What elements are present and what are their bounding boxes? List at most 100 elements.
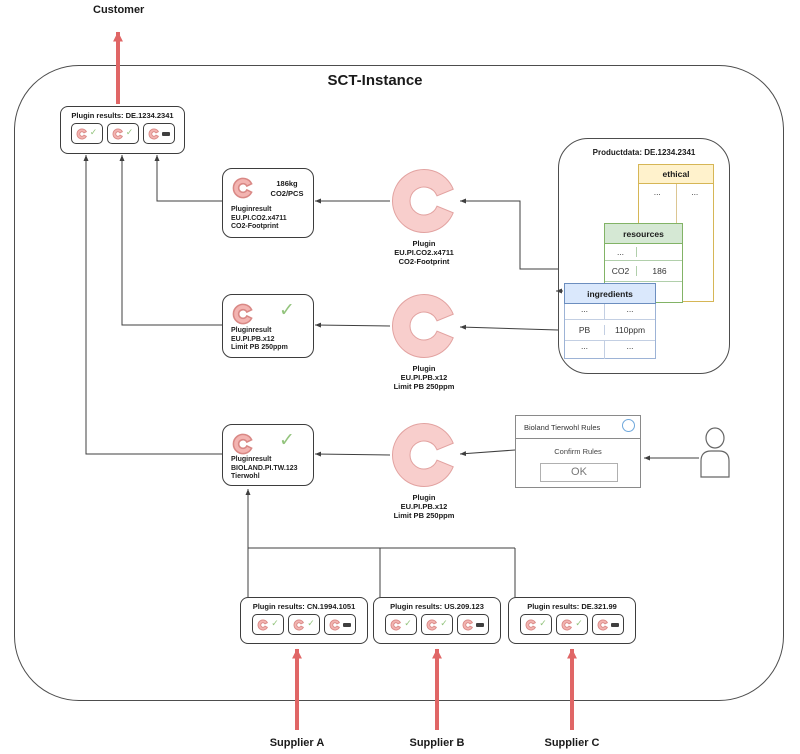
resources-table[interactable]: resources ... CO2 186	[604, 223, 683, 303]
pluginresult-desc: Tierwohl	[231, 473, 260, 481]
pluginresult-name: Pluginresult	[231, 206, 272, 213]
ok-button[interactable]: OK	[540, 463, 618, 482]
plugin-slot[interactable]: ✓	[252, 614, 284, 635]
supplier-a-results-box[interactable]: Plugin results: CN.1994.1051 ✓ ✓	[240, 597, 368, 644]
resources-cell-co2: CO2	[605, 266, 637, 276]
plugin-slot[interactable]	[457, 614, 489, 635]
plugin-donut-icon	[257, 619, 269, 630]
co2-unit: CO2/PCS	[270, 189, 304, 198]
plugin-desc: Limit PB 250ppm	[393, 511, 455, 520]
plugin-slot[interactable]: ✓	[106, 123, 139, 144]
plugin-donut-icon	[329, 619, 340, 630]
rules-dialog-title: Bioland Tierwohl Rules	[524, 422, 601, 432]
check-icon: ✓	[125, 128, 134, 138]
ethical-cell: ...	[653, 187, 661, 197]
dialog-circle-icon	[622, 419, 635, 432]
confirm-rules-text: Confirm Rules	[554, 447, 602, 456]
check-icon: ✓	[539, 619, 547, 629]
pluginresult-id: EU.PI.CO2.x4711	[231, 214, 287, 222]
ingredients-header: ingredients	[564, 283, 656, 304]
check-icon: ✓	[89, 128, 98, 138]
ingredients-cell-pb-value: 110ppm	[614, 325, 646, 335]
plugin-desc: CO2-Footprint	[398, 257, 450, 266]
plugin-donut-icon	[561, 619, 573, 630]
ingredients-cell: ...	[565, 304, 605, 319]
plugin-slot[interactable]: ✓	[556, 614, 588, 635]
sct-instance-title: SCT-Instance	[327, 72, 423, 89]
supplier-c-label: Supplier C	[544, 737, 600, 749]
pluginresult-id: BIOLAND.PI.TW.123	[231, 464, 298, 472]
plugin-donut-icon	[390, 619, 402, 630]
plugin-pb-donut[interactable]	[391, 293, 457, 359]
supplier-a-label: Supplier A	[269, 737, 325, 749]
check-icon: ✓	[279, 299, 295, 321]
plugin-donut-icon	[112, 128, 123, 139]
plugin-donut-icon	[148, 128, 159, 139]
check-icon: ✓	[575, 619, 583, 629]
ingredients-cell: ...	[626, 341, 634, 351]
plugin-id: EU.PI.PB.x12	[400, 502, 448, 511]
productdata-box[interactable]: Productdata: DE.1234.2341 ethical ... ..…	[558, 138, 730, 374]
plugin-donut-icon	[525, 619, 537, 630]
check-icon: ✓	[271, 619, 279, 629]
check-icon: ✓	[404, 619, 412, 629]
plugin-label: Plugin	[412, 493, 436, 502]
supplier-c-results-box[interactable]: Plugin results: DE.321.99 ✓ ✓	[508, 597, 636, 644]
ingredients-cell: ...	[565, 341, 605, 359]
value-badge-icon	[161, 131, 170, 136]
check-icon: ✓	[279, 429, 295, 451]
pluginresult-name: Pluginresult	[231, 456, 272, 463]
supplier-b-label: Supplier B	[409, 737, 465, 749]
plugin-donut-icon	[293, 619, 305, 630]
plugin-label: Plugin	[412, 364, 436, 373]
pluginresult-tierwohl-box[interactable]: ✓ Pluginresult BIOLAND.PI.TW.123 Tierwoh…	[222, 424, 314, 486]
rules-dialog[interactable]: Bioland Tierwohl Rules Confirm Rules OK	[515, 415, 641, 488]
plugin-co2-donut[interactable]	[391, 168, 457, 234]
pluginresult-co2-box[interactable]: 186kg CO2/PCS Pluginresult EU.PI.CO2.x47…	[222, 168, 314, 238]
supplier-b-results-box[interactable]: Plugin results: US.209.123 ✓ ✓	[373, 597, 501, 644]
supplier-results-title: Plugin results: DE.321.99	[527, 602, 617, 611]
plugin-slot[interactable]: ✓	[421, 614, 453, 635]
plugin-donut-icon	[462, 619, 473, 630]
supplier-results-title: Plugin results: CN.1994.1051	[252, 602, 356, 611]
plugin-donut-icon	[426, 619, 438, 630]
plugin-label: Plugin	[412, 239, 436, 248]
check-icon: ✓	[307, 619, 315, 629]
resources-cell: ...	[605, 247, 637, 257]
check-icon: ✓	[440, 619, 448, 629]
pluginresult-id: EU.PI.PB.x12	[231, 335, 275, 343]
ethical-header: ethical	[638, 164, 714, 184]
plugin-slot[interactable]: ✓	[385, 614, 417, 635]
ingredients-cell: ...	[626, 304, 634, 314]
pluginresult-donut-icon	[232, 433, 253, 455]
plugin-donut-icon	[76, 128, 87, 139]
supplier-results-title: Plugin results: US.209.123	[390, 602, 484, 611]
co2-value: 186kg	[276, 179, 298, 188]
plugin-slot[interactable]: ✓	[288, 614, 320, 635]
resources-header: resources	[604, 223, 683, 244]
plugin-slot[interactable]: ✓	[70, 123, 103, 144]
customer-results-box[interactable]: Plugin results: DE.1234.2341 ✓ ✓	[60, 106, 185, 154]
plugin-slot[interactable]	[324, 614, 356, 635]
pluginresult-desc: CO2-Footprint	[231, 223, 279, 231]
plugin-desc: Limit PB 250ppm	[393, 382, 455, 391]
plugin-tierwohl-donut[interactable]	[391, 422, 457, 488]
ingredients-cell-pb: PB	[565, 325, 605, 335]
plugin-slot[interactable]	[592, 614, 624, 635]
resources-cell-co2-value: 186	[652, 266, 667, 276]
productdata-title: Productdata: DE.1234.2341	[592, 148, 696, 157]
customer-results-title: Plugin results: DE.1234.2341	[71, 111, 174, 120]
pluginresult-desc: Limit PB 250ppm	[231, 344, 288, 352]
plugin-id: EU.PI.CO2.x4711	[394, 248, 454, 257]
ingredients-table[interactable]: ingredients ... ... PB 110ppm ... ...	[564, 283, 656, 359]
plugin-id: EU.PI.PB.x12	[400, 373, 448, 382]
value-badge-icon	[611, 622, 619, 627]
person-icon	[700, 427, 730, 478]
pluginresult-donut-icon	[232, 177, 253, 199]
plugin-slot[interactable]	[142, 123, 175, 144]
plugin-donut-icon	[597, 619, 608, 630]
customer-label: Customer	[93, 4, 145, 16]
pluginresult-pb-box[interactable]: ✓ Pluginresult EU.PI.PB.x12 Limit PB 250…	[222, 294, 314, 358]
plugin-slot[interactable]: ✓	[520, 614, 552, 635]
